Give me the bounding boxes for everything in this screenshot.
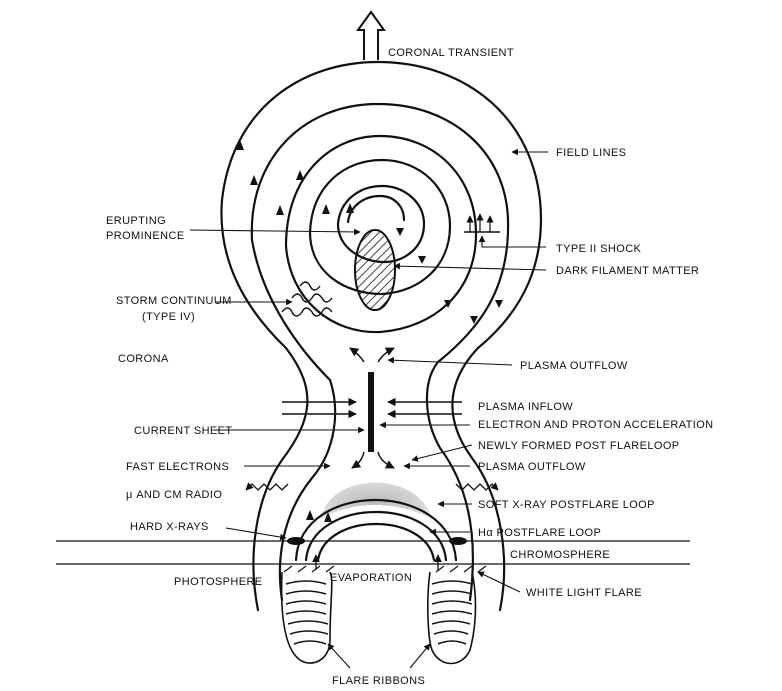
- storm-continuum-spirals: [281, 281, 333, 317]
- label-coronal-transient: CORONAL TRANSIENT: [388, 47, 514, 59]
- field-ring-4: [346, 194, 406, 224]
- label-hard-xrays: HARD X-RAYS: [130, 521, 209, 533]
- label-electron-proton-acceleration: ELECTRON AND PROTON ACCELERATION: [478, 419, 714, 431]
- label-white-light-flare: WHITE LIGHT FLARE: [526, 587, 642, 599]
- dark-filament-blob: [354, 229, 396, 311]
- label-current-sheet: CURRENT SHEET: [134, 425, 233, 437]
- field-ring-1: [284, 134, 478, 334]
- label-corona: CORONA: [118, 353, 169, 365]
- field-lines: [220, 60, 542, 612]
- label-type-iv: (TYPE IV): [142, 311, 195, 323]
- coronal-transient-arrow: [356, 10, 386, 60]
- label-erupting: ERUPTING: [106, 215, 166, 227]
- type-ii-shock-arrows: [464, 213, 500, 233]
- plasma-outflow-bottom: [351, 451, 395, 469]
- postflare-loops: [294, 482, 458, 562]
- soft-xray-loop-fill: [320, 482, 432, 520]
- evaporation-arrows: [312, 554, 442, 570]
- label-evaporation: EVAPORATION: [330, 572, 412, 584]
- label-fast-electrons: FAST ELECTRONS: [126, 461, 229, 473]
- labels: CORONAL TRANSIENT FIELD LINES ERUPTING P…: [106, 47, 714, 687]
- label-flare-ribbons: FLARE RIBBONS: [332, 675, 425, 687]
- label-pointers: [189, 148, 548, 669]
- label-newly-formed-post-flareloop: NEWLY FORMED POST FLARELOOP: [478, 440, 680, 452]
- label-storm-continuum: STORM CONTINUUM: [116, 295, 232, 307]
- label-photosphere: PHOTOSPHERE: [174, 576, 263, 588]
- label-mu-cm-radio: μ AND CM RADIO: [126, 489, 222, 501]
- flare-legs: [280, 565, 487, 665]
- field-ring-2: [308, 158, 452, 296]
- label-halpha-postflare-loop: Hα POSTFLARE LOOP: [478, 527, 601, 539]
- radio-emission-waves: [245, 482, 499, 491]
- label-field-lines: FIELD LINES: [556, 147, 626, 159]
- label-plasma-inflow: PLASMA INFLOW: [478, 401, 573, 413]
- label-prominence: PROMINENCE: [106, 230, 185, 242]
- label-soft-xray-postflare-loop: SOFT X-RAY POSTFLARE LOOP: [478, 499, 655, 511]
- plasma-inflow-arrows: [282, 397, 462, 419]
- outer-field-line: [220, 60, 542, 612]
- label-chromosphere: CHROMOSPHERE: [510, 549, 610, 561]
- label-plasma-outflow-bottom: PLASMA OUTFLOW: [478, 461, 586, 473]
- label-type-ii-shock: TYPE II SHOCK: [556, 243, 642, 255]
- second-field-line: [250, 102, 510, 602]
- label-dark-filament-matter: DARK FILAMENT MATTER: [556, 265, 699, 277]
- label-plasma-outflow-top: PLASMA OUTFLOW: [520, 360, 628, 372]
- plasma-outflow-top: [349, 347, 395, 363]
